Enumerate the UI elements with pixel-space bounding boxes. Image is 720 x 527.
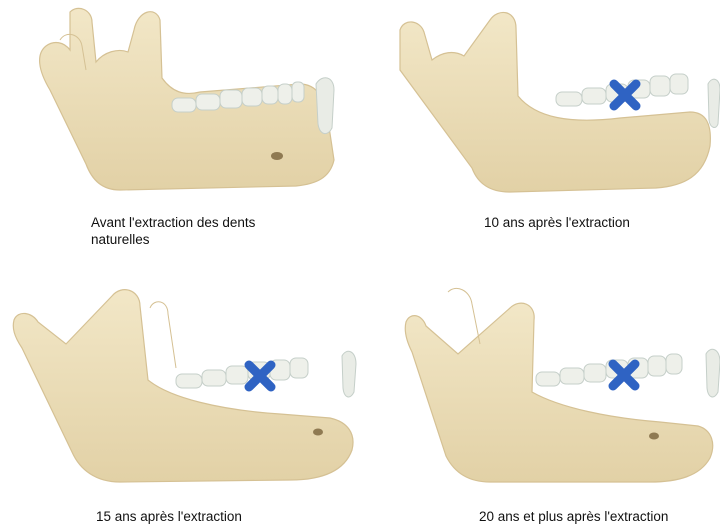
caption-15-years: 15 ans après l'extraction: [96, 508, 242, 525]
caption-before-extraction: Avant l'extraction des dents naturelles: [91, 214, 311, 248]
caption-10-years: 10 ans après l'extraction: [484, 214, 630, 231]
jaw-illustration-15-years: [0, 268, 360, 488]
caption-20-years: 20 ans et plus après l'extraction: [479, 508, 668, 525]
jaw-illustration-20-years: [360, 268, 720, 488]
jaw-illustration-10-years: [360, 0, 720, 200]
jaw-illustration-before: [0, 0, 360, 200]
